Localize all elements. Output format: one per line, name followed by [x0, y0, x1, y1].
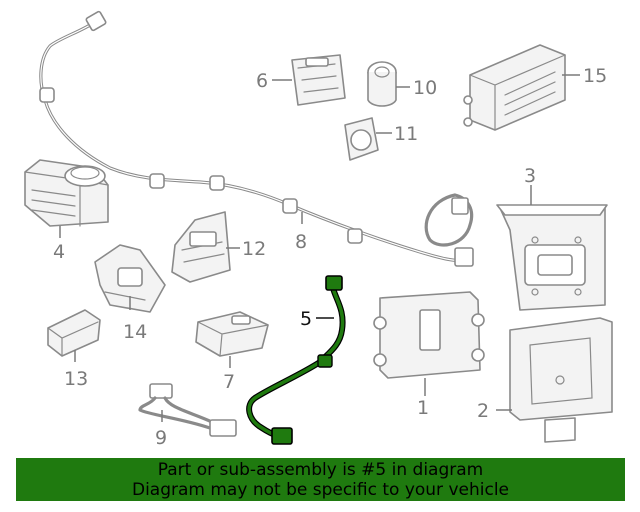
- part-13-small-module: [47, 309, 101, 357]
- callout-2: 2: [477, 400, 512, 422]
- part-2-mounting-bracket: [509, 317, 613, 443]
- callout-label-7: 7: [223, 371, 235, 393]
- callout-4: 4: [53, 226, 65, 263]
- callout-label-13: 13: [64, 368, 88, 390]
- callout-1: 1: [417, 378, 429, 419]
- callout-label-11: 11: [394, 123, 418, 145]
- callout-11: 11: [376, 123, 418, 145]
- part-15-control-panel: [463, 44, 566, 131]
- callout-9: 9: [155, 410, 167, 449]
- banner-line-disclaimer: Diagram may not be specific to your vehi…: [131, 480, 509, 500]
- callout-label-4: 4: [53, 241, 65, 263]
- callout-label-3: 3: [524, 165, 536, 187]
- callout-6: 6: [256, 70, 292, 92]
- callout-label-1: 1: [417, 397, 429, 419]
- part-3-receptacle-housing: [496, 204, 608, 311]
- callout-label-12: 12: [242, 238, 266, 260]
- callout-8: 8: [295, 212, 307, 253]
- part-8-wiring-harness: [39, 10, 474, 267]
- callout-label-10: 10: [413, 77, 437, 99]
- banner-line-part: Part or sub-assembly is #5 in diagram: [157, 460, 484, 480]
- callout-label-9: 9: [155, 427, 167, 449]
- callout-label-15: 15: [583, 65, 607, 87]
- callout-12: 12: [226, 238, 266, 260]
- part-12-bracket-module: [171, 211, 231, 283]
- info-banner: Part or sub-assembly is #5 in diagram Di…: [16, 458, 625, 501]
- part-11-bezel-ring: [344, 117, 379, 161]
- part-4-control-module: [24, 159, 109, 227]
- part-14-switch-bracket: [94, 244, 166, 313]
- callout-15: 15: [562, 65, 607, 87]
- callout-13: 13: [64, 350, 88, 390]
- callout-label-8: 8: [295, 231, 307, 253]
- part-9-pigtail-harness: [138, 383, 237, 437]
- part-7-sensor-module: [195, 311, 269, 357]
- callout-label-2: 2: [477, 400, 489, 422]
- part-1-ecu-module: [373, 291, 485, 379]
- callout-label-6: 6: [256, 70, 268, 92]
- part-5-harness-highlighted: [246, 275, 346, 445]
- callout-14: 14: [123, 296, 147, 343]
- callout-3: 3: [524, 165, 536, 205]
- callout-label-14: 14: [123, 321, 147, 343]
- parts-diagram: 1 2 3 4 5 6 7 8 9 10 11 12: [24, 10, 613, 449]
- callout-10: 10: [396, 77, 437, 99]
- part-6-switch-bezel: [291, 54, 346, 106]
- callout-5: 5: [300, 308, 334, 330]
- part-10-socket: [367, 61, 397, 107]
- callout-7: 7: [223, 356, 235, 393]
- callout-label-5: 5: [300, 308, 312, 330]
